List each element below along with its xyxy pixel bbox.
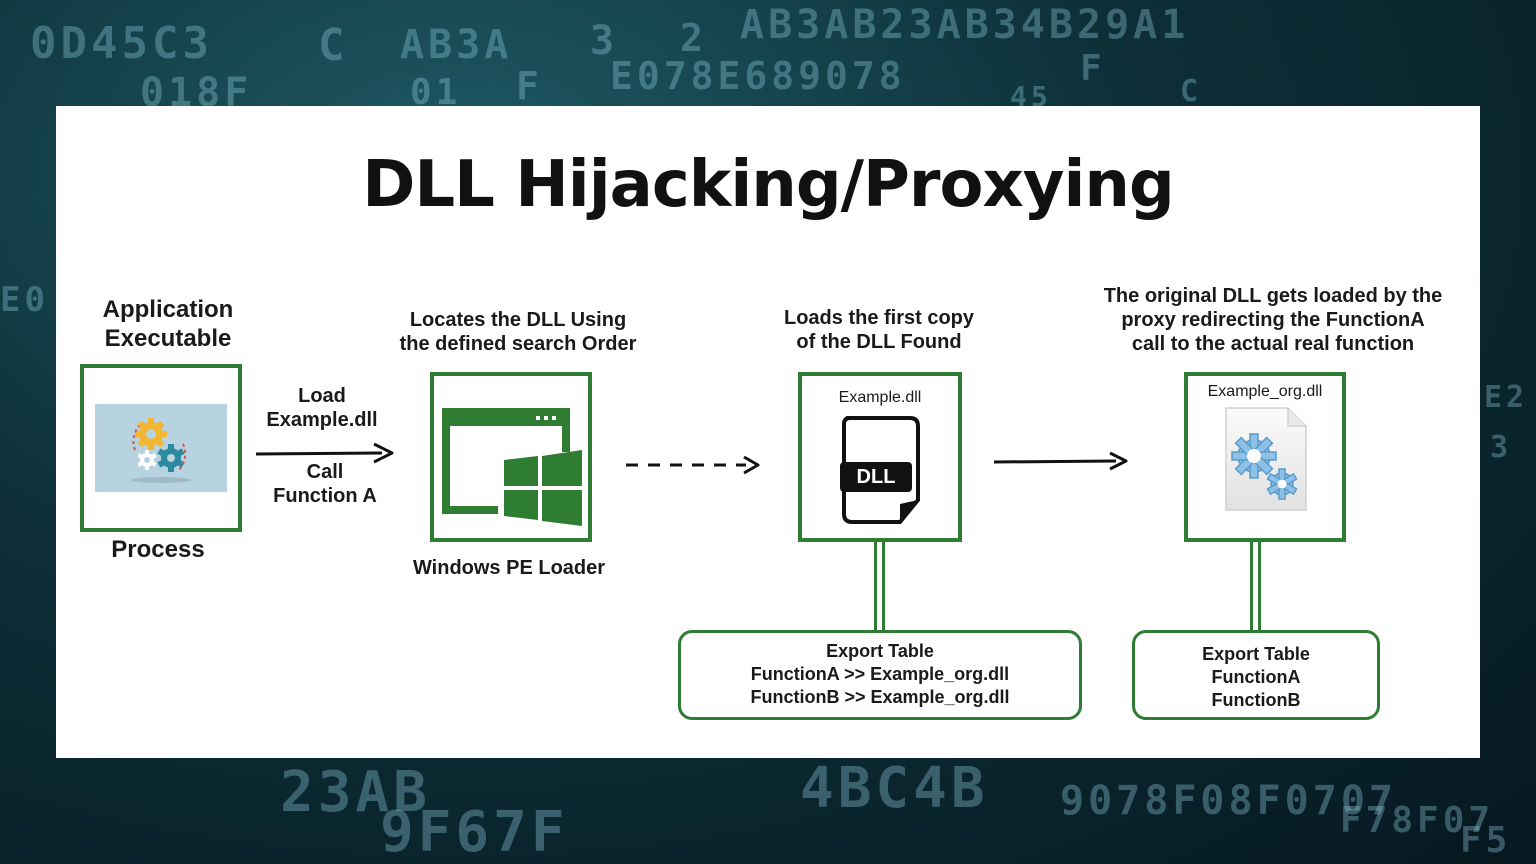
hex-text: F: [1080, 48, 1106, 89]
dll-badge: DLL: [840, 462, 912, 492]
original-dll-filename: Example_org.dll: [1207, 383, 1323, 400]
original-dll-box: Example_org.dll: [1184, 372, 1346, 542]
hex-text: C: [1180, 74, 1203, 109]
arrow-right-icon: [255, 442, 394, 464]
hex-text: E2: [1484, 380, 1529, 415]
call-label: Call Function A: [273, 461, 377, 507]
original-dll-label: The original DLL gets loaded by the prox…: [1103, 285, 1443, 355]
export-table-title: Export Table: [826, 641, 934, 661]
connector-line: [882, 542, 885, 632]
hex-text: 3: [590, 18, 619, 64]
dll-badge-text: DLL: [856, 466, 896, 488]
export-row: FunctionB: [1211, 690, 1301, 710]
hex-text: E0: [0, 280, 49, 320]
hex-text: F: [516, 64, 543, 108]
loader-box: [430, 372, 592, 542]
dll-gear-file-icon: [1225, 407, 1307, 511]
connector-line: [1250, 542, 1253, 632]
loader-caption: Windows PE Loader: [412, 557, 606, 579]
hex-text: F78F07: [1340, 800, 1495, 841]
hex-text: F5: [1460, 820, 1512, 861]
hex-text: 4BC4B: [800, 756, 989, 821]
windows-window-icon: [442, 408, 588, 532]
process-caption: Process: [111, 536, 205, 563]
hex-text: AB3AB23AB34B29A1: [740, 2, 1190, 48]
hex-text: 3: [1490, 430, 1513, 465]
connector-line: [1258, 542, 1261, 632]
export-row: FunctionB >> Example_org.dll: [750, 687, 1010, 707]
arrow-right-icon: [993, 451, 1128, 471]
process-image: [95, 404, 227, 492]
hex-text: 9F67F: [380, 800, 569, 864]
proxy-dll-box: Example.dll DLL: [798, 372, 962, 542]
hex-text: 23AB: [280, 760, 431, 825]
dll-file-icon: [842, 416, 920, 524]
proxy-dll-label: Loads the first copy of the DLL Found: [783, 307, 975, 353]
app-box: [80, 364, 242, 532]
original-export-table: Export Table FunctionA FunctionB: [1132, 630, 1380, 720]
export-table-title: Export Table: [1202, 644, 1310, 664]
hex-text: 0D45C3: [30, 18, 213, 69]
hex-text: AB3A: [400, 22, 513, 68]
export-row: FunctionA: [1211, 667, 1301, 687]
hex-text: C: [318, 20, 349, 71]
app-label: Application Executable: [102, 296, 234, 352]
gears-icon: [131, 418, 191, 483]
connector-line: [874, 542, 877, 632]
loader-label: Locates the DLL Using the defined search…: [399, 309, 637, 355]
hex-text: 9078F08F0707: [1060, 778, 1397, 824]
hex-text: E078E689078: [610, 54, 906, 98]
dashed-arrow-icon: [626, 455, 760, 475]
diagram-title: DLL Hijacking/Proxying: [362, 148, 1175, 222]
proxy-export-table: Export Table FunctionA >> Example_org.dl…: [678, 630, 1082, 720]
proxy-dll-filename: Example.dll: [838, 389, 922, 406]
export-row: FunctionA >> Example_org.dll: [750, 664, 1010, 684]
load-label: Load Example.dll: [266, 385, 378, 431]
hex-text: 2: [680, 16, 707, 60]
